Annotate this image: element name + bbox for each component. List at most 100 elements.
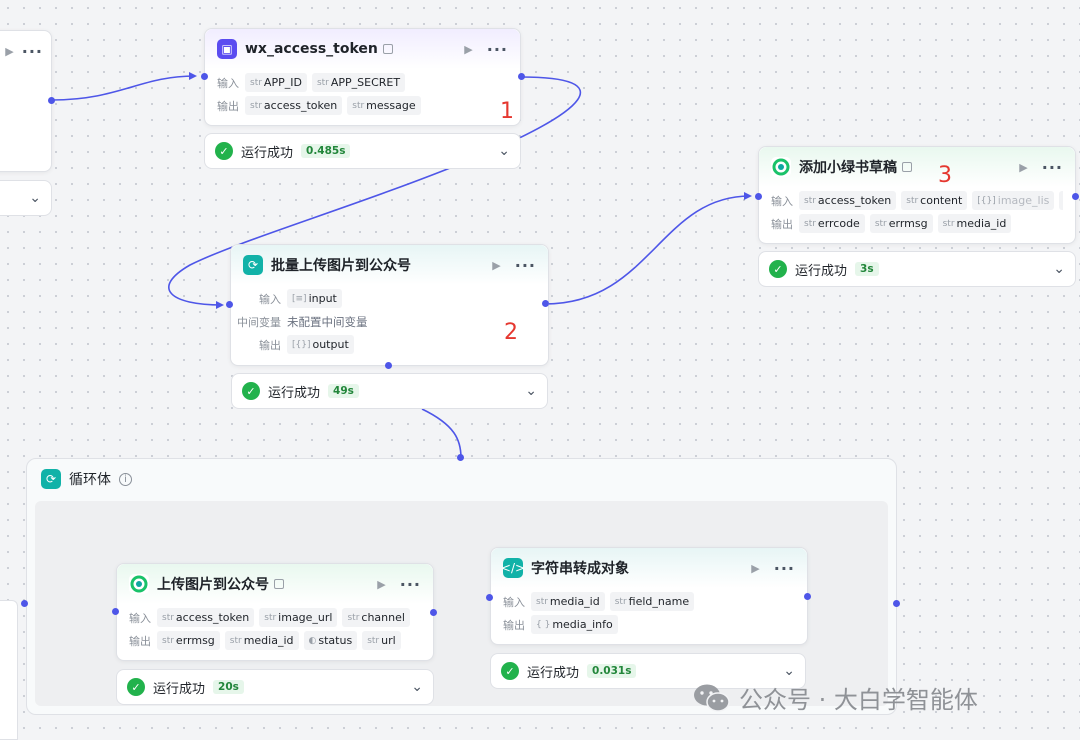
param-pill: [{}]image_lis	[972, 191, 1055, 210]
input-port[interactable]	[226, 301, 233, 308]
node-title: 添加小绿书草稿	[799, 160, 897, 176]
loop-input-port[interactable]	[457, 454, 464, 461]
info-icon[interactable]: i	[119, 472, 132, 486]
status-text: 运行成功	[241, 145, 294, 161]
more-icon[interactable]: ···	[514, 255, 536, 275]
wechat-logo-icon	[694, 684, 730, 712]
outputs-row: 输出 { }media_info	[503, 613, 795, 636]
time-badge: 0.485s	[301, 144, 351, 158]
output-port[interactable]	[21, 600, 28, 607]
run-icon[interactable]: ▶	[492, 258, 501, 272]
time-badge: 0.031s	[587, 664, 637, 678]
output-port[interactable]	[804, 593, 811, 600]
output-port[interactable]	[430, 609, 437, 616]
outputs-row: 输出 [{}]output	[231, 333, 536, 356]
input-port[interactable]	[755, 193, 762, 200]
loop-icon: ⟳	[41, 469, 61, 489]
wire-batch-to-loop	[421, 408, 462, 459]
partial-left-node[interactable]: ▶ ···	[0, 30, 52, 172]
time-badge: 49s	[328, 384, 359, 398]
more-icon[interactable]: ···	[486, 39, 508, 59]
watermark: 公众号 · 大白学智能体	[693, 680, 978, 715]
output-port[interactable]	[1072, 193, 1079, 200]
partial-left-status[interactable]: ⌄	[0, 180, 52, 216]
input-port[interactable]	[486, 594, 493, 601]
run-icon[interactable]: ▶	[1019, 160, 1028, 174]
node-title: wx_access_token	[245, 41, 378, 57]
chevron-down-icon[interactable]: ⌄	[525, 383, 537, 399]
output-label: 输出	[129, 634, 151, 648]
doc-icon	[274, 579, 284, 589]
mid-label: 中间变量	[237, 315, 281, 329]
more-icon[interactable]: ···	[773, 558, 795, 578]
chevron-down-icon[interactable]: ⌄	[783, 663, 795, 679]
run-icon[interactable]: ▶	[5, 44, 14, 58]
input-label: 输入	[129, 611, 151, 625]
more-params-button[interactable]: ···	[1059, 191, 1063, 210]
output-port[interactable]	[542, 300, 549, 307]
input-label: 输入	[771, 194, 793, 208]
status-bar[interactable]: ✓ 运行成功 0.485s ⌄	[204, 133, 521, 169]
run-icon[interactable]: ▶	[751, 561, 760, 575]
status-bar[interactable]: ✓ 运行成功 0.031s ⌄	[490, 653, 806, 689]
chevron-down-icon[interactable]: ⌄	[1053, 261, 1065, 277]
time-badge: 20s	[213, 680, 244, 694]
success-check-icon: ✓	[127, 678, 145, 696]
output-port[interactable]	[518, 73, 525, 80]
run-icon[interactable]: ▶	[464, 42, 473, 56]
wire-left-to-token	[51, 72, 197, 101]
loop-output-port[interactable]	[893, 600, 900, 607]
chevron-down-icon[interactable]: ⌄	[411, 679, 423, 695]
status-bar[interactable]: ✓ 运行成功 49s ⌄	[231, 373, 548, 409]
wire-batch-to-draft	[544, 192, 752, 305]
more-icon[interactable]: ···	[1041, 157, 1063, 177]
more-icon[interactable]: ···	[21, 41, 43, 61]
status-text: 运行成功	[795, 263, 848, 279]
cube-icon: ▣	[217, 39, 237, 59]
node-title: 字符串转成对象	[531, 561, 629, 577]
run-icon[interactable]: ▶	[377, 577, 386, 591]
status-text: 运行成功	[153, 681, 206, 697]
status-bar[interactable]: ✓ 运行成功 3s ⌄	[758, 251, 1076, 287]
chevron-down-icon[interactable]: ⌄	[498, 143, 510, 159]
loop-port[interactable]	[385, 362, 392, 369]
status-bar[interactable]: ✓ 运行成功 20s ⌄	[116, 669, 434, 705]
chevron-down-icon[interactable]: ⌄	[29, 190, 41, 206]
time-badge: 3s	[855, 262, 879, 276]
param-pill: [≡]input	[287, 289, 342, 308]
node-batch-upload[interactable]: ⟳ 批量上传图片到公众号 ▶ ··· 输入 [≡]input 中间变量 未配置中…	[230, 244, 549, 366]
more-icon[interactable]: ···	[399, 574, 421, 594]
input-port[interactable]	[201, 73, 208, 80]
doc-icon	[382, 44, 393, 54]
node-title: 上传图片到公众号	[157, 577, 269, 593]
watermark-text: 公众号 · 大白学智能体	[739, 686, 978, 714]
output-port[interactable]	[48, 97, 55, 104]
success-check-icon: ✓	[242, 382, 260, 400]
input-label: 输入	[503, 595, 525, 609]
inputs-row: 输入 [≡]input	[231, 287, 536, 310]
input-port[interactable]	[112, 608, 119, 615]
mid-vars-row: 中间变量 未配置中间变量	[231, 310, 536, 333]
success-check-icon: ✓	[215, 142, 233, 160]
doc-icon	[902, 162, 912, 172]
